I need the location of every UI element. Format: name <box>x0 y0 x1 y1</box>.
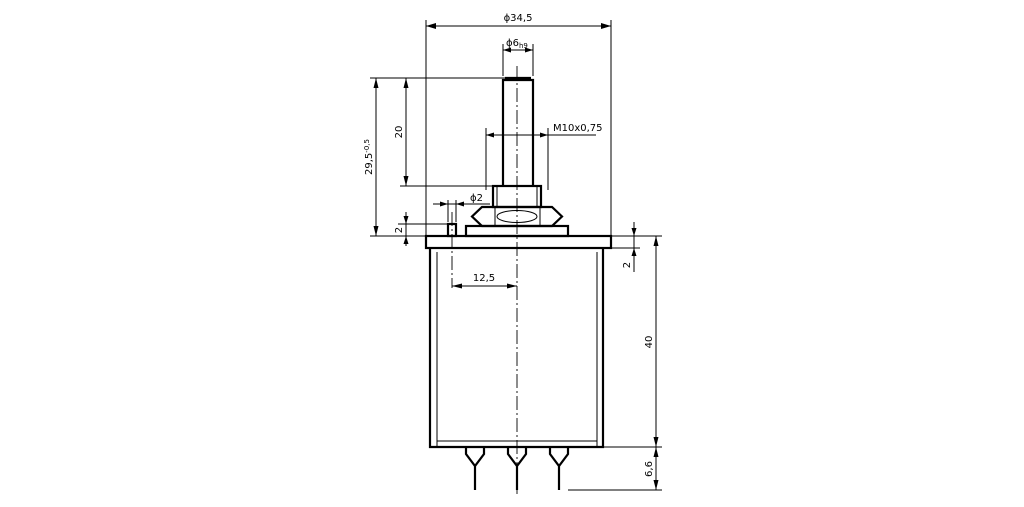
dim-pin-height: 2 <box>394 212 448 246</box>
dim-pin-offset: 12,5 <box>452 273 517 289</box>
dim-label-body-diameter: ϕ34,5 <box>504 13 533 24</box>
flange <box>424 234 613 250</box>
dim-shaft-diameter: ϕ6h9 <box>502 38 534 76</box>
dim-body-height: 40 <box>603 236 662 448</box>
dim-shaft-length: 20 <box>394 78 493 187</box>
dim-label-thread: M10x0,75 <box>553 123 603 134</box>
dim-thread: M10x0,75 <box>485 123 603 190</box>
dim-pin-diameter: ϕ2 <box>433 193 490 222</box>
dim-body-diameter: ϕ34,5 <box>425 13 612 236</box>
terminal-right <box>548 447 570 490</box>
dim-label-pin-offset: 12,5 <box>473 273 495 284</box>
dim-flange-thickness: 2 <box>611 222 662 272</box>
dim-total-height: 29,5-0,5 <box>363 77 505 237</box>
dim-label-shaft-diameter: ϕ6h9 <box>506 38 528 50</box>
dim-label-pin-diameter: ϕ2 <box>470 193 483 204</box>
dim-terminal-length: 6,6 <box>568 447 662 491</box>
shaft <box>501 78 535 186</box>
dim-label-terminal-length: 6,6 <box>644 461 655 477</box>
dim-label-body-height: 40 <box>644 336 655 349</box>
dim-label-pin-height: 2 <box>394 227 405 233</box>
terminal-left <box>464 447 486 490</box>
body-can <box>428 248 605 449</box>
dim-label-total-height: 29,5-0,5 <box>363 139 375 175</box>
dim-label-shaft-length: 20 <box>394 126 405 139</box>
part-outline <box>424 76 613 490</box>
dim-label-flange-thickness: 2 <box>622 262 633 268</box>
hex-nut <box>470 205 564 228</box>
